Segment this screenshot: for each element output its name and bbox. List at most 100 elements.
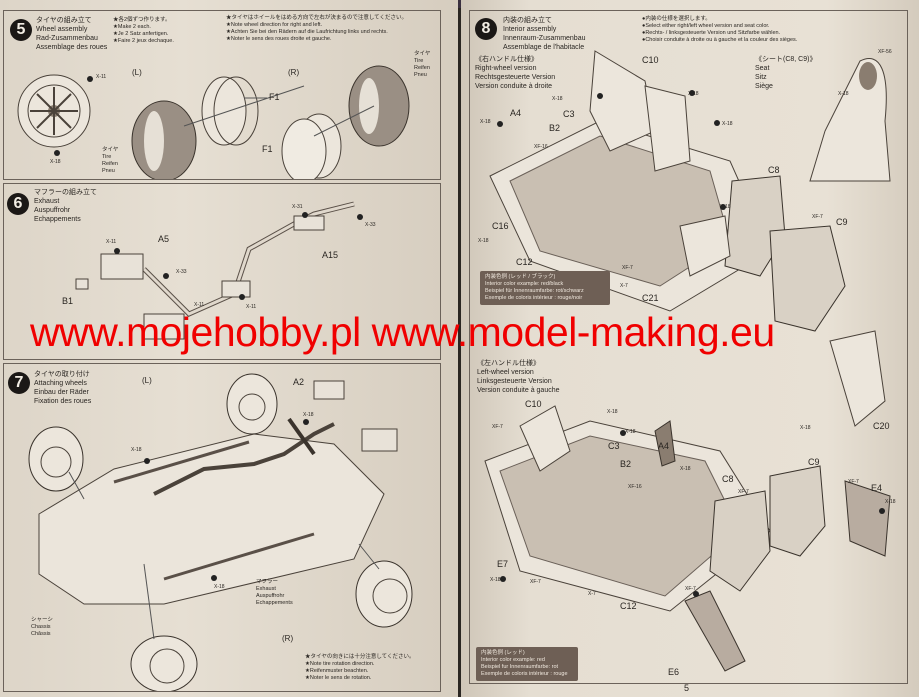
color-fr: Exemple de coloris intérieur : rouge xyxy=(481,671,568,677)
paint-x18: X-18 xyxy=(478,238,489,244)
tire-de: Reifen xyxy=(102,161,118,167)
tire-label-right: タイヤ Tire Reifen Pneu xyxy=(414,51,430,79)
exhaust-drawing xyxy=(75,201,363,340)
part-b2: B2 xyxy=(620,459,632,469)
part-b1: B1 xyxy=(62,296,74,306)
paint-x7: X-7 xyxy=(620,283,628,289)
paint-x33: X-33 xyxy=(365,222,376,228)
right-page: 8 内装の組み立て Interior assembly Innenraum-Zu… xyxy=(461,0,919,697)
part-e6: E6 xyxy=(668,667,680,677)
chassis-fr: Châssis xyxy=(31,631,51,637)
step-title: マフラーの組み立て Exhaust Auspuffrohr Echappemen… xyxy=(34,188,97,224)
paint-x11: X-11 xyxy=(96,74,107,80)
paint-xf7: XF-7 xyxy=(685,586,696,592)
title-en: Exhaust xyxy=(34,198,60,205)
paint-x11: X-11 xyxy=(194,302,205,308)
color-ja: 内装色例 (レッド / ブラック) xyxy=(485,274,556,280)
color-example-red-black: 内装色例 (レッド / ブラック) Interior color example… xyxy=(480,271,610,305)
part-c8: C8 xyxy=(768,165,780,175)
paint-xf7: XF-7 xyxy=(848,479,859,485)
paint-xf16: XF-16 xyxy=(534,144,548,150)
tire-label-left: タイヤ Tire Reifen Pneu xyxy=(102,147,118,175)
part-c10: C10 xyxy=(525,399,542,409)
paint-x18: X-18 xyxy=(131,447,142,453)
paint-xf7: XF-7 xyxy=(622,265,633,271)
part-c9: C9 xyxy=(836,217,848,227)
paint-xf7: XF-7 xyxy=(492,424,503,430)
watermark: www.mojehobby.pl www.model-making.eu xyxy=(30,309,775,355)
paint-x18: X-18 xyxy=(680,466,691,472)
note-line: ●Choisir conduite à droite ou à gauche e… xyxy=(642,37,798,43)
step-8-interior-assembly: 8 内装の組み立て Interior assembly Innenraum-Zu… xyxy=(469,10,908,684)
title-en: Interior assembly xyxy=(503,26,557,33)
wheel-drawing xyxy=(17,65,410,179)
note-line: ●内装の仕様を選択します。 xyxy=(642,16,711,22)
version-de: Rechtsgesteuerte Version xyxy=(475,74,556,81)
part-a5: A5 xyxy=(158,234,170,244)
color-en: Interior color example: red xyxy=(481,657,545,663)
step-7-attaching-wheels: 7 タイヤの取り付け Attaching wheels Einbau der R… xyxy=(3,363,441,692)
part-b2: B2 xyxy=(549,123,561,133)
note-line: ★Faire 2 jeux dechaque. xyxy=(113,38,174,44)
title-ja: タイヤの取り付け xyxy=(34,371,90,378)
part-c12: C12 xyxy=(620,601,637,611)
title-fr: Echappements xyxy=(34,216,81,223)
note-line: ★Achten Sie bei den Rädern auf die Laufr… xyxy=(226,29,388,35)
part-e4: E4 xyxy=(871,483,883,493)
title-fr: Assemblage de l'habitacle xyxy=(503,44,585,51)
paint-x18: X-18 xyxy=(800,425,811,431)
title-ja: 内装の組み立て xyxy=(503,17,552,24)
left-wheel-version-label: 《左ハンドル仕様》 Left-wheel version Linksgesteu… xyxy=(477,359,560,395)
right-wheel-version-label: 《右ハンドル仕様》 Right-wheel version Rechtsgest… xyxy=(475,55,555,91)
tire-en: Tire xyxy=(102,154,112,160)
paint-x31: X-31 xyxy=(292,204,303,210)
part-c9: C9 xyxy=(808,457,820,467)
part-a4: A4 xyxy=(510,108,522,118)
part-c8: C8 xyxy=(722,474,734,484)
version-ja: 《左ハンドル仕様》 xyxy=(477,360,540,367)
part-c20: C20 xyxy=(873,421,890,431)
exhaust-label: マフラー Exhaust Auspuffrohr Echappements xyxy=(256,579,293,607)
tire-ja: タイヤ xyxy=(414,51,431,57)
title-fr: Fixation des roues xyxy=(34,398,92,405)
part-c16: C16 xyxy=(492,221,509,231)
exhaust-en: Exhaust xyxy=(256,586,276,592)
seat-ja: 《シート(C8, C9)》 xyxy=(755,56,817,63)
step-title: 内装の組み立て Interior assembly Innenraum-Zusa… xyxy=(503,16,586,52)
paint-x18: X-18 xyxy=(214,584,225,590)
color-fr: Exemple de coloris intérieur : rouge/noi… xyxy=(485,295,583,301)
chassis-drawing xyxy=(28,373,413,691)
version-fr: Version conduite à droite xyxy=(475,83,553,90)
step-title: タイヤの取り付け Attaching wheels Einbau der Räd… xyxy=(34,370,91,406)
note-line: ★Note tire rotation direction. xyxy=(305,661,375,667)
tire-de: Reifen xyxy=(414,65,430,71)
exhaust-fr: Echappements xyxy=(256,600,293,606)
title-en: Attaching wheels xyxy=(34,380,87,387)
left-page: 5 タイヤの組み立て Wheel assembly Rad-Zusammenba… xyxy=(0,0,458,697)
exhaust-ja: マフラー xyxy=(256,579,279,585)
color-example-red: 内装色例 (レッド) Interior color example: red B… xyxy=(476,647,578,681)
label-left: (L) xyxy=(142,376,152,385)
paint-xf16: XF-16 xyxy=(628,484,642,490)
part-c21: C21 xyxy=(642,293,659,303)
paint-x18: X-18 xyxy=(885,499,896,505)
rotation-note: ★タイヤの向きには十分注意してください。 ★Note tire rotation… xyxy=(305,654,415,682)
paint-x18: X-18 xyxy=(50,159,61,165)
part-e7: E7 xyxy=(497,559,509,569)
paint-x11: X-11 xyxy=(246,304,257,310)
interior-drawing xyxy=(484,50,891,672)
title-de: Innenraum-Zusammenbau xyxy=(503,35,586,42)
version-ja: 《右ハンドル仕様》 xyxy=(475,56,538,63)
part-c3: C3 xyxy=(608,441,620,451)
paint-x18: X-18 xyxy=(688,91,699,97)
note-line: ★Noter le sens de rotation. xyxy=(305,675,372,681)
paint-x33: X-33 xyxy=(176,269,187,275)
color-en: Interior color example: red/black xyxy=(485,281,564,287)
step-number: 5 xyxy=(10,19,32,41)
paint-x18: X-18 xyxy=(625,429,636,435)
title-de: Einbau der Räder xyxy=(34,389,89,396)
part-f1: F1 xyxy=(269,92,280,102)
part-a2: A2 xyxy=(293,377,305,387)
paint-x11: X-11 xyxy=(106,239,117,245)
paint-xf56: XF-56 xyxy=(878,49,892,55)
